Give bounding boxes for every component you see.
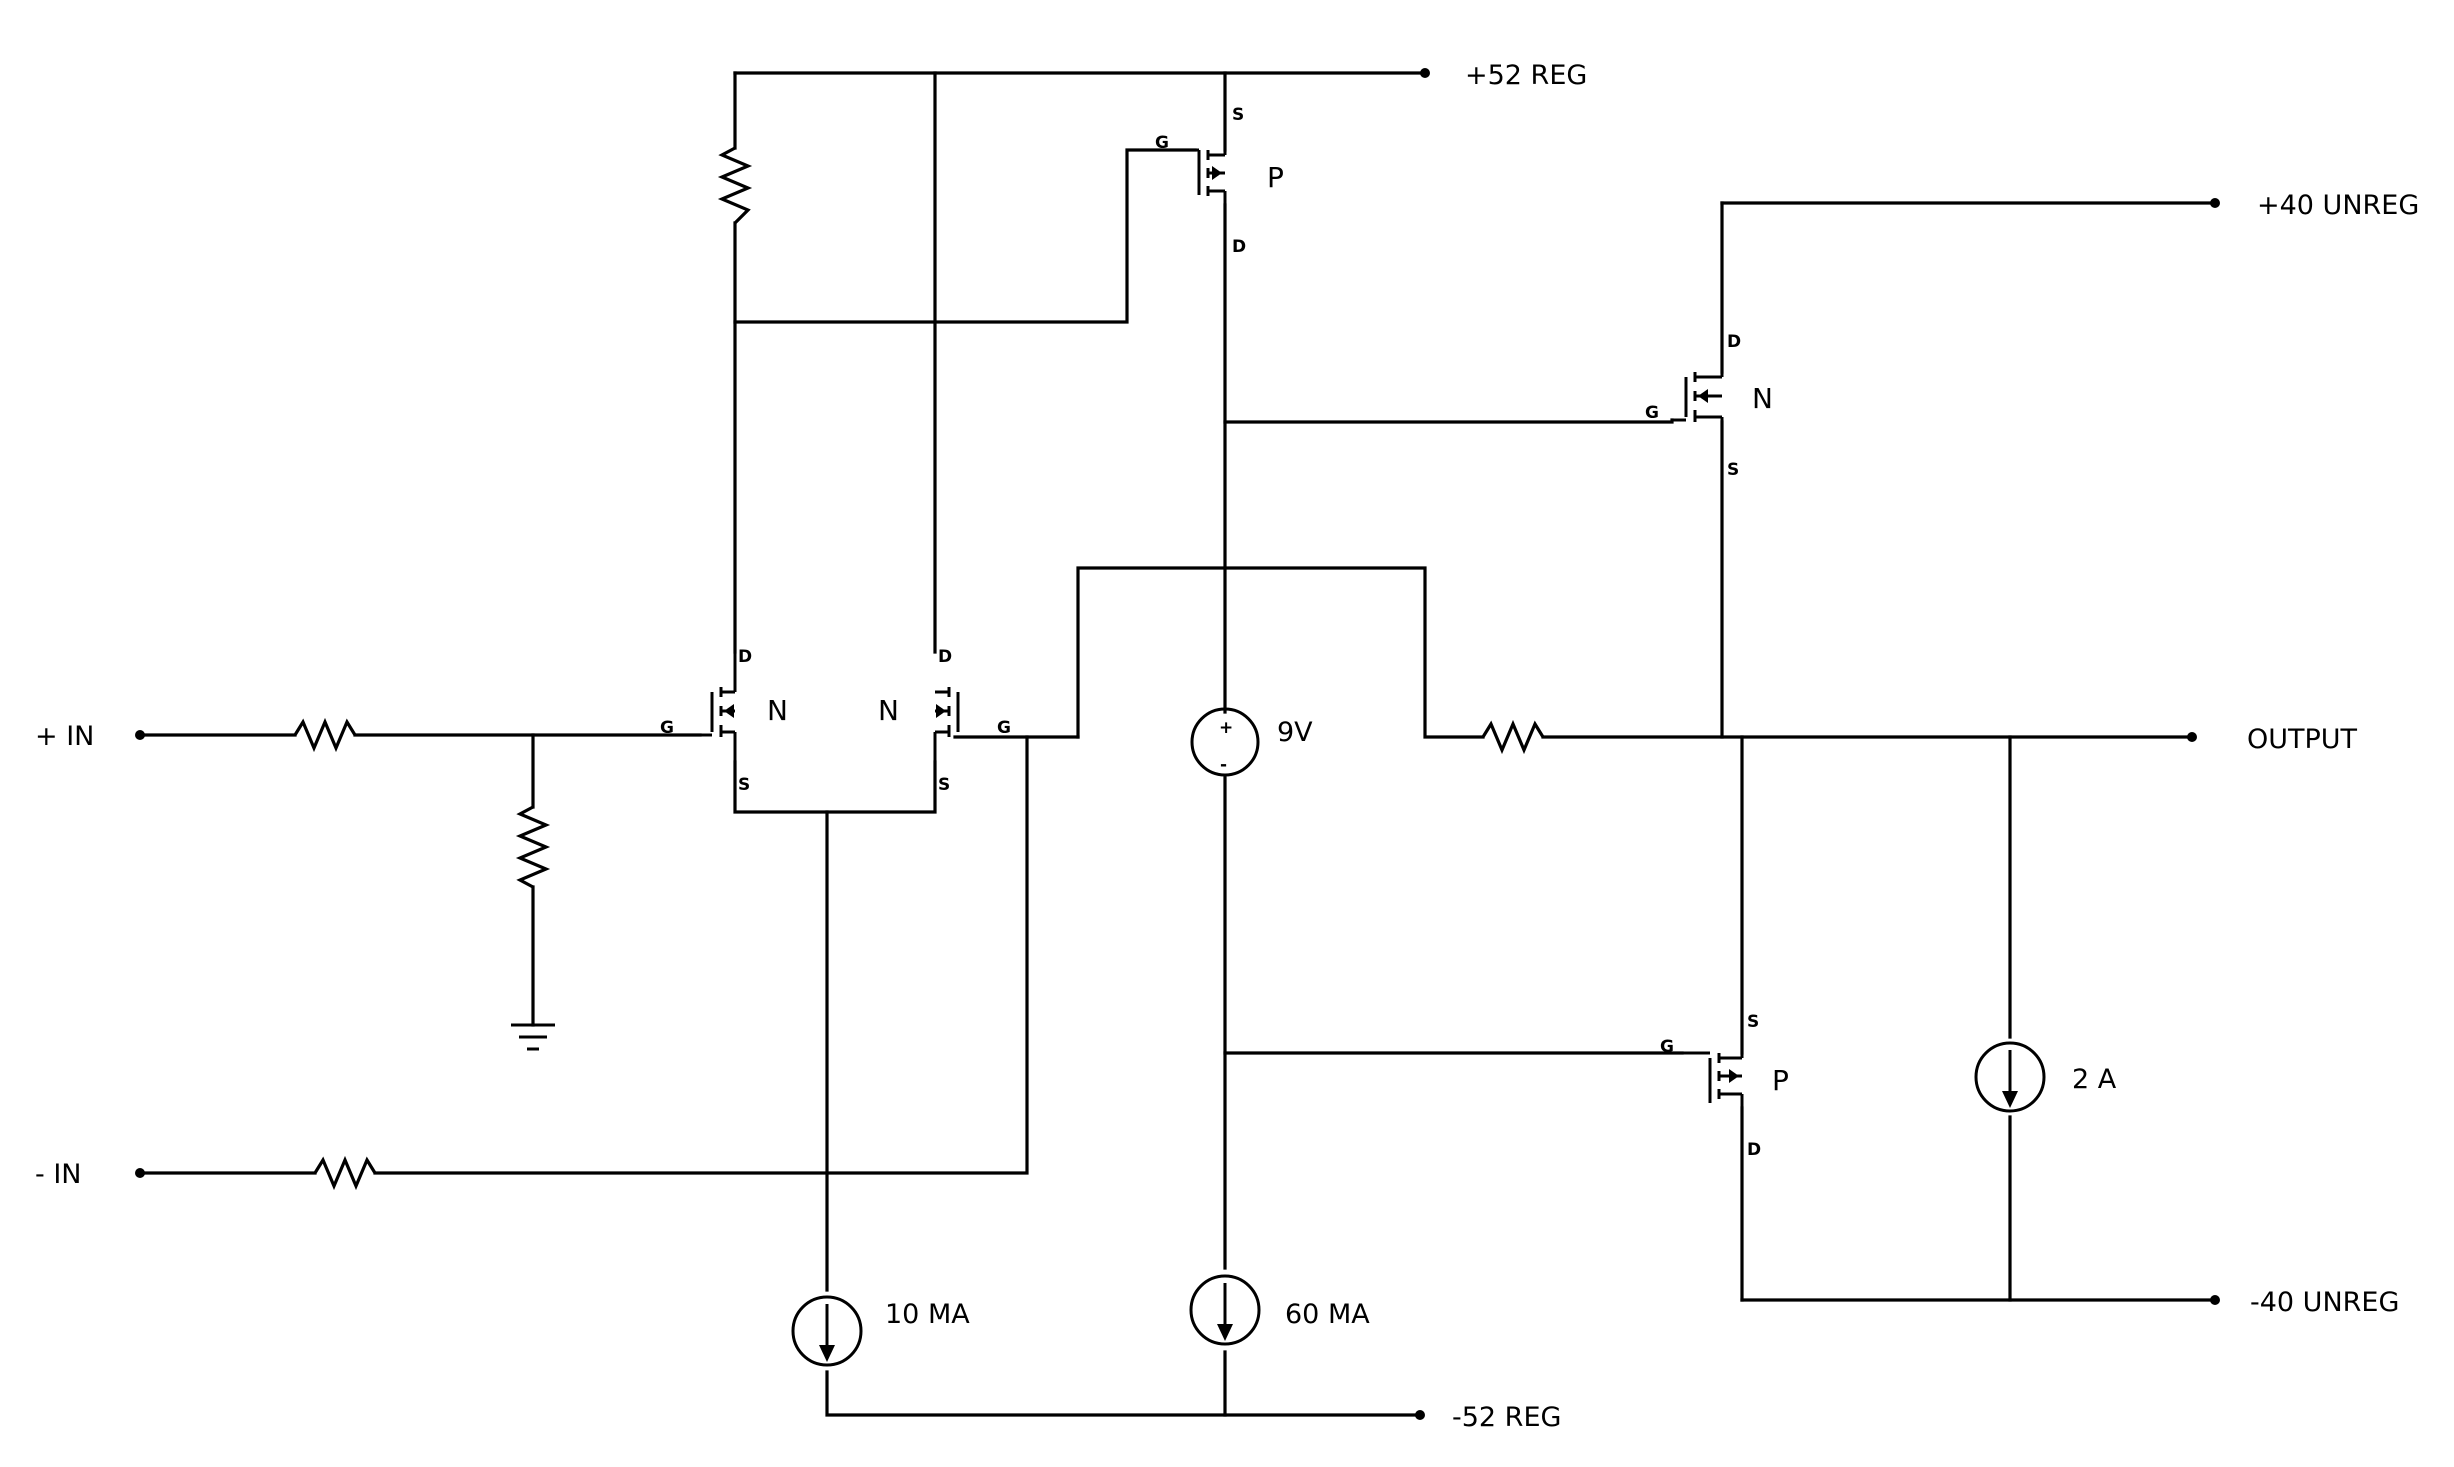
label-9v-minus: - — [1220, 755, 1227, 775]
label-neg52-reg: -52 REG — [1452, 1402, 1561, 1433]
nmos-right — [933, 687, 960, 762]
resistors — [293, 146, 1545, 1191]
label-10ma: 10 MA — [885, 1299, 970, 1330]
pin-right-n-s: S — [938, 775, 950, 795]
type-right-n: N — [878, 694, 899, 727]
wire-tail-source-lower — [825, 1370, 1422, 1417]
resistor-output — [1481, 719, 1545, 755]
resistor-shunt — [515, 805, 551, 889]
pin-out-p-d: D — [1747, 1140, 1761, 1160]
pin-top-p-d: D — [1232, 237, 1246, 257]
label-9v: 9V — [1277, 717, 1313, 748]
pmos-top — [1195, 148, 1227, 205]
pin-out-n-g: G — [1645, 403, 1659, 423]
wire-tail — [733, 760, 937, 814]
label-pos52-reg: +52 REG — [1465, 60, 1587, 91]
label-2a: 2 A — [2072, 1064, 2117, 1095]
pmos-output — [1682, 1051, 1744, 1108]
terminal-dots — [135, 68, 2220, 1420]
pin-left-n-s: S — [738, 775, 750, 795]
nmos-left — [700, 652, 737, 762]
pin-out-p-g: G — [1660, 1037, 1674, 1057]
label-in-neg: - IN — [35, 1159, 82, 1190]
label-neg40-unreg: -40 UNREG — [2250, 1287, 2399, 1318]
resistor-in-pos — [293, 717, 357, 753]
label-output: OUTPUT — [2247, 724, 2358, 755]
pin-left-n-d: D — [738, 647, 752, 667]
label-9v-plus: + — [1219, 718, 1233, 738]
pin-left-n-g: G — [660, 718, 674, 738]
label-pos40-unreg: +40 UNREG — [2257, 190, 2419, 221]
resistor-pullup — [717, 146, 753, 225]
pin-top-p-g: G — [1155, 133, 1169, 153]
pin-right-n-d: D — [938, 647, 952, 667]
pin-out-n-s: S — [1727, 460, 1739, 480]
current-source-10ma — [791, 1295, 863, 1367]
voltage-source-9v — [1190, 707, 1260, 777]
wire-gate-top-n — [1223, 418, 1674, 424]
pin-out-p-s: S — [1747, 1012, 1759, 1032]
resistor-in-neg — [313, 1155, 377, 1191]
wires — [138, 71, 2217, 1417]
label-60ma: 60 MA — [1285, 1299, 1370, 1330]
wire-loop — [1076, 566, 1485, 739]
pin-right-n-g: G — [997, 718, 1011, 738]
wire-mirror-node — [733, 148, 1197, 324]
label-in-pos: + IN — [35, 721, 94, 752]
type-out-p: P — [1772, 1064, 1789, 1097]
pin-out-n-d: D — [1727, 332, 1741, 352]
pin-top-p-s: S — [1232, 105, 1244, 125]
type-top-p: P — [1267, 161, 1284, 194]
current-source-60ma — [1189, 1274, 1261, 1346]
ground-symbol — [511, 1023, 555, 1051]
wire-feedback — [138, 735, 1029, 1175]
type-left-n: N — [767, 694, 788, 727]
type-out-n: N — [1752, 382, 1773, 415]
nmos-output — [1672, 372, 1724, 422]
current-source-2a — [1974, 1041, 2046, 1113]
